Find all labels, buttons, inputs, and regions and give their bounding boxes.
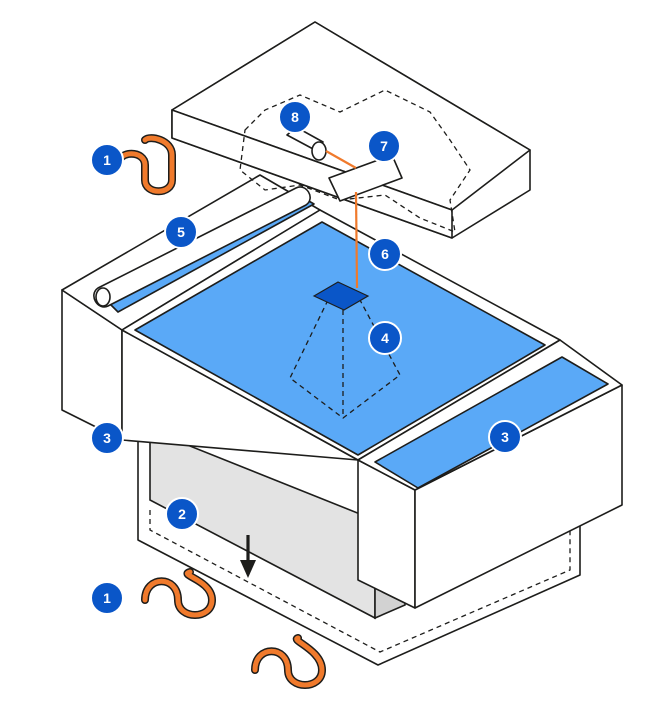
badge-build-platform: 2	[165, 497, 199, 531]
svg-text:5: 5	[177, 224, 185, 240]
svg-text:8: 8	[291, 109, 299, 125]
badge-feed-left: 3	[90, 421, 124, 455]
heater-coil-icon	[114, 134, 176, 196]
badge-scanner-mirror: 7	[367, 129, 401, 163]
roller-icon	[93, 186, 311, 308]
badge-part: 4	[368, 321, 402, 355]
svg-text:4: 4	[381, 330, 389, 346]
feed-bed-right	[374, 356, 609, 489]
svg-text:6: 6	[381, 246, 389, 262]
badge-laser-beam: 6	[368, 237, 402, 271]
badge-heater-top: 1	[90, 143, 124, 177]
badge-laser-source: 8	[278, 100, 312, 134]
badge-roller: 5	[164, 215, 198, 249]
badge-heater-bottom: 1	[90, 581, 124, 615]
svg-text:7: 7	[380, 138, 388, 154]
svg-text:3: 3	[103, 430, 111, 446]
badge-feed-right: 3	[488, 420, 522, 454]
svg-text:2: 2	[178, 506, 186, 522]
svg-text:1: 1	[103, 590, 111, 606]
heater-coil-icon	[141, 568, 216, 619]
heater-coil-icon	[251, 634, 326, 689]
svg-text:1: 1	[103, 152, 111, 168]
svg-text:3: 3	[501, 429, 509, 445]
powder-bed	[134, 221, 546, 456]
arrow-down-icon	[240, 535, 256, 578]
